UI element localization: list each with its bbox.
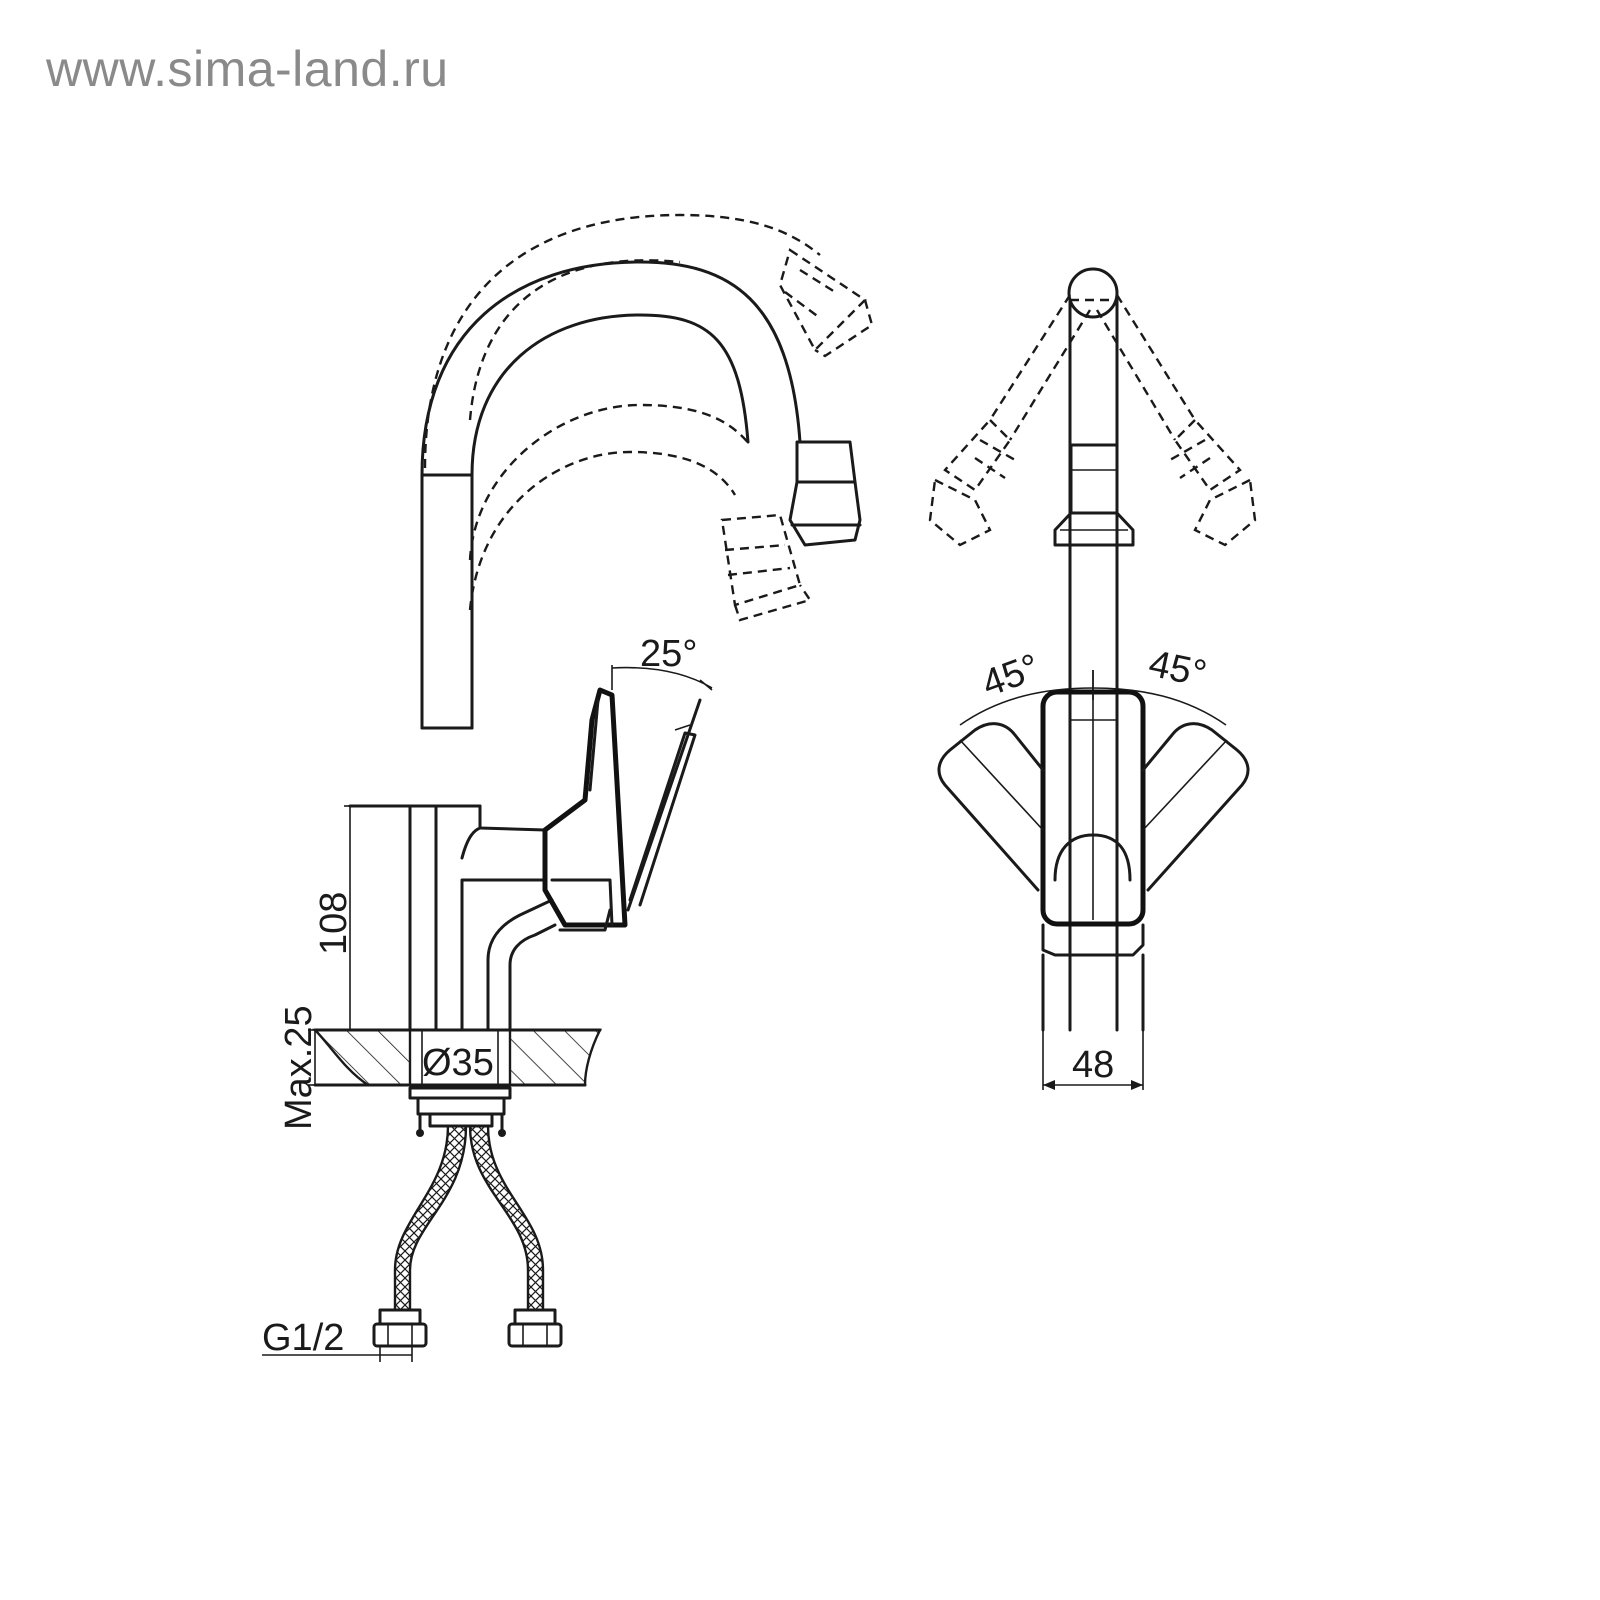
swivel-outline-right [1070,294,1257,547]
side-view: 25° Ø35 [262,213,874,1362]
handle-rotated-left [937,722,1045,892]
flexible-hoses [372,1124,563,1348]
site-watermark: www.sima-land.ru [46,41,449,97]
handle-rotated-right [1141,722,1250,892]
swivel-outline-left [928,294,1092,547]
spout [420,260,862,730]
faucet-body [348,804,557,1032]
swivel-left-label: 45° [977,646,1045,705]
hole-diameter-label: Ø35 [422,1042,494,1084]
counter-thickness-dimension: Max.25 [278,1005,322,1130]
lever-handle [542,687,702,932]
spout-swivel-outline-upper [423,213,874,469]
aerator-front [1053,443,1135,547]
angle-label-25: 25° [640,633,697,675]
thread-dimension: G1/2 [262,1317,413,1362]
spout-swivel-outline-lower [468,403,812,622]
width-dimension: 48 [1042,1030,1144,1090]
height-label: 108 [313,892,355,955]
height-dimension: 108 [313,805,356,1031]
handle-front [1040,670,1146,1032]
angle-dimension-25: 25° [611,633,713,691]
swivel-right-label: 45° [1145,643,1210,696]
countertop-section: Ø35 [312,1028,602,1087]
thread-label: G1/2 [262,1317,344,1359]
counter-thickness-label: Max.25 [278,1005,320,1130]
front-view: 45° 45° 48 [928,267,1257,1090]
width-label: 48 [1072,1044,1114,1086]
